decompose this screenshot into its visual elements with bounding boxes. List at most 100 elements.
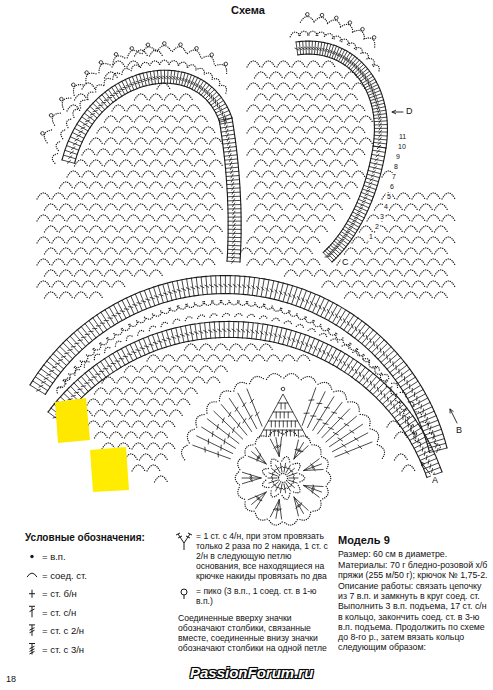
row-number: 5 [386,193,392,201]
row-number-holder: 5 [386,193,392,201]
row-number-holder: 4 [383,203,389,211]
section-letter: D [405,106,414,116]
band-edge [232,118,241,262]
chain-loops [182,374,385,460]
description-text-holder: Описание работы: связать цепочку из 7 в.… [338,581,488,652]
row-number-holder: 10 [397,143,407,151]
legend-symbols [27,533,192,655]
stitch-row [219,117,241,263]
legend-note: = 1 ст. с 4/н, при этом провязать только… [196,532,334,582]
legend-text-holder: = соед. ст. [42,570,87,581]
row-number: 2 [374,223,380,231]
stitch-symbol [29,590,35,598]
legend-text: = в.п. [42,551,66,562]
section-letter-holder: D [405,106,414,116]
stitch-symbol [29,606,35,617]
row-number-holder: 1 [368,233,374,241]
cluster-symbol [176,533,192,550]
row-number: 3 [379,213,385,221]
center-ring [279,474,288,483]
band-edge [75,83,220,163]
stitch-symbol [29,625,35,636]
row-number: 1 [368,233,374,241]
legend-text-holder: = ст. б/н [42,588,77,599]
section-letter: A [431,475,439,485]
star-stitches [242,437,323,519]
legend-text: = ст. с/н [42,607,76,618]
row-number-holder: 11 [398,133,407,141]
section-arrow [421,462,430,474]
row-number: 7 [391,173,397,181]
description-text: Материалы: 70 г бледно-розовой х/б пряжи… [338,560,488,580]
legend-note-holder: Соединенные вверху значки обозначают сто… [178,614,334,654]
section-letter: C [341,257,350,267]
section-letter-holder: A [431,475,439,485]
band-edge [298,54,375,146]
row-number: 4 [383,203,389,211]
legend-note-holder: = 1 ст. с 4/н, при этом провязать только… [196,532,334,582]
legend-text: = ст. б/н [42,588,77,599]
model-title: Модель 9 [338,534,488,547]
row-number-holder: 3 [379,213,385,221]
slip-stitch-symbol [27,573,37,577]
band-edge [332,148,386,262]
row-number: 10 [397,143,407,151]
legend-text: = соед. ст. [42,570,87,581]
chart-title: Схема [231,4,265,17]
legend-note-holder: = пико (3 в.п., 1 соед. ст. в 1-ю в.п.) [196,587,334,607]
row-number-holder: 2 [374,223,380,231]
section-arrow [450,409,457,423]
page-number: 18 [6,674,16,684]
chain-loops [52,60,226,163]
stitch-row [295,41,387,149]
stitch-symbol [29,644,35,655]
legend-note: Соединенные вверху значки обозначают сто… [178,614,334,654]
legend-text: = ст. с 2/н [42,625,84,636]
chain-loops [58,301,419,443]
section-arrow [392,110,403,113]
yellow-square [90,447,129,492]
chain-symbol [30,555,33,558]
section-letter: B [455,425,463,435]
watermark: PassionForum.ru [190,664,313,681]
legend-text: = ст. с 3/н [42,644,84,655]
row-number: 6 [389,183,395,191]
chain-loops [300,16,374,47]
legend-text-holder: = ст. с/н [42,607,76,618]
picot-symbol [181,589,187,599]
row-number-holder: 8 [393,163,399,171]
section-letter-holder: C [341,257,350,267]
legend-heading-holder: Условные обозначения: [24,532,146,544]
pineapple [259,394,307,438]
stitch-ring [268,463,298,493]
row-number: 11 [398,133,407,141]
chain-loops [44,46,226,143]
legend-text-holder: = ст. с 2/н [42,625,84,636]
section-letter-holder: B [455,425,463,435]
band-edge [296,41,387,148]
row-number: 9 [395,153,401,161]
chain-mesh [37,50,455,298]
description-text: Размер: 60 см в диаметре. [338,549,488,559]
doily-pattern [30,12,457,525]
legend-text-holder: = ст. с 3/н [42,644,84,655]
watermark-holder: PassionForum.ru [190,664,313,681]
chain-loops [262,457,304,500]
stitch-row [323,145,386,262]
chart-title-holder: Схема [231,4,265,17]
legend-text-holder: = в.п. [42,551,66,562]
row-number: 8 [393,163,399,171]
description-text-holder: Размер: 60 см в диаметре. [338,549,488,559]
legend-note: = пико (3 в.п., 1 соед. ст. в 1-ю в.п.) [196,587,334,607]
legend-heading: Условные обозначения: [24,532,146,544]
band-edge [30,276,447,448]
yellow-square [55,398,90,443]
row-number-holder: 6 [389,183,395,191]
picot [281,387,285,391]
picot [306,12,376,39]
description-text-holder: Материалы: 70 г бледно-розовой х/б пряжи… [338,560,488,580]
chain-loops [235,431,331,525]
row-number-holder: 7 [391,173,397,181]
row-number-holder: 9 [395,153,401,161]
